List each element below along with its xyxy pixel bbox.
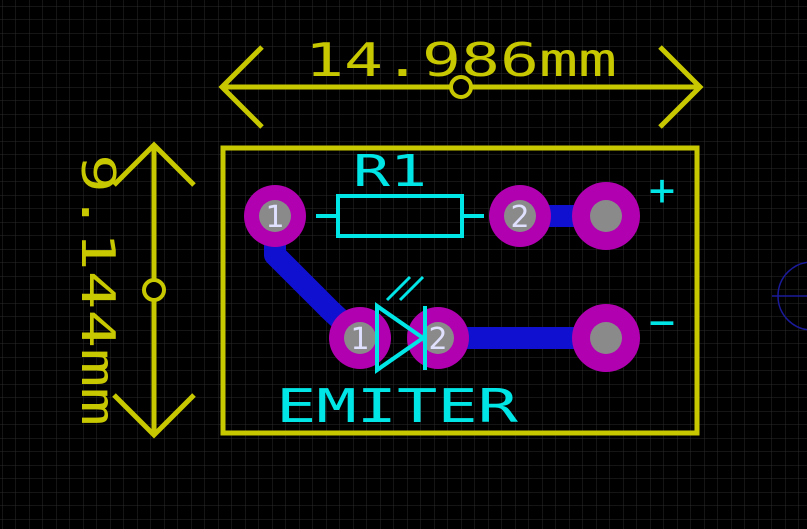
pad-led-pin1[interactable]: 1	[329, 307, 391, 369]
pad-connector-minus[interactable]	[572, 304, 640, 372]
dimension-origin-circle-icon	[142, 278, 166, 302]
pad-connector-plus[interactable]	[572, 182, 640, 250]
pad-label: 1	[350, 322, 369, 357]
board-outline[interactable]	[220, 145, 700, 436]
pad-led-pin2[interactable]: 2	[407, 307, 469, 369]
minus-polarity-label: −	[649, 297, 676, 348]
light-emission-arrows-icon	[385, 275, 425, 302]
height-dimension[interactable]: 9.144mm	[71, 141, 196, 439]
resistor-icon	[316, 194, 484, 238]
dimension-origin-circle-icon	[449, 75, 473, 99]
plus-polarity-label: +	[649, 165, 676, 216]
offscreen-via-marker	[772, 261, 807, 331]
pad-r1-pin1[interactable]: 1	[244, 185, 306, 247]
width-dimension[interactable]: 14.986mm	[218, 33, 704, 129]
led-designator: EMITER	[276, 379, 518, 433]
pad-label: 2	[510, 200, 529, 235]
pad-label: 1	[265, 200, 284, 235]
height-dimension-label: 9.144mm	[71, 154, 125, 426]
resistor-designator: R1	[353, 146, 427, 197]
led-diode-icon	[375, 302, 427, 374]
pad-r1-pin2[interactable]: 2	[489, 185, 551, 247]
pad-label: 2	[428, 322, 447, 357]
resistor-r1[interactable]: R1	[316, 146, 484, 238]
